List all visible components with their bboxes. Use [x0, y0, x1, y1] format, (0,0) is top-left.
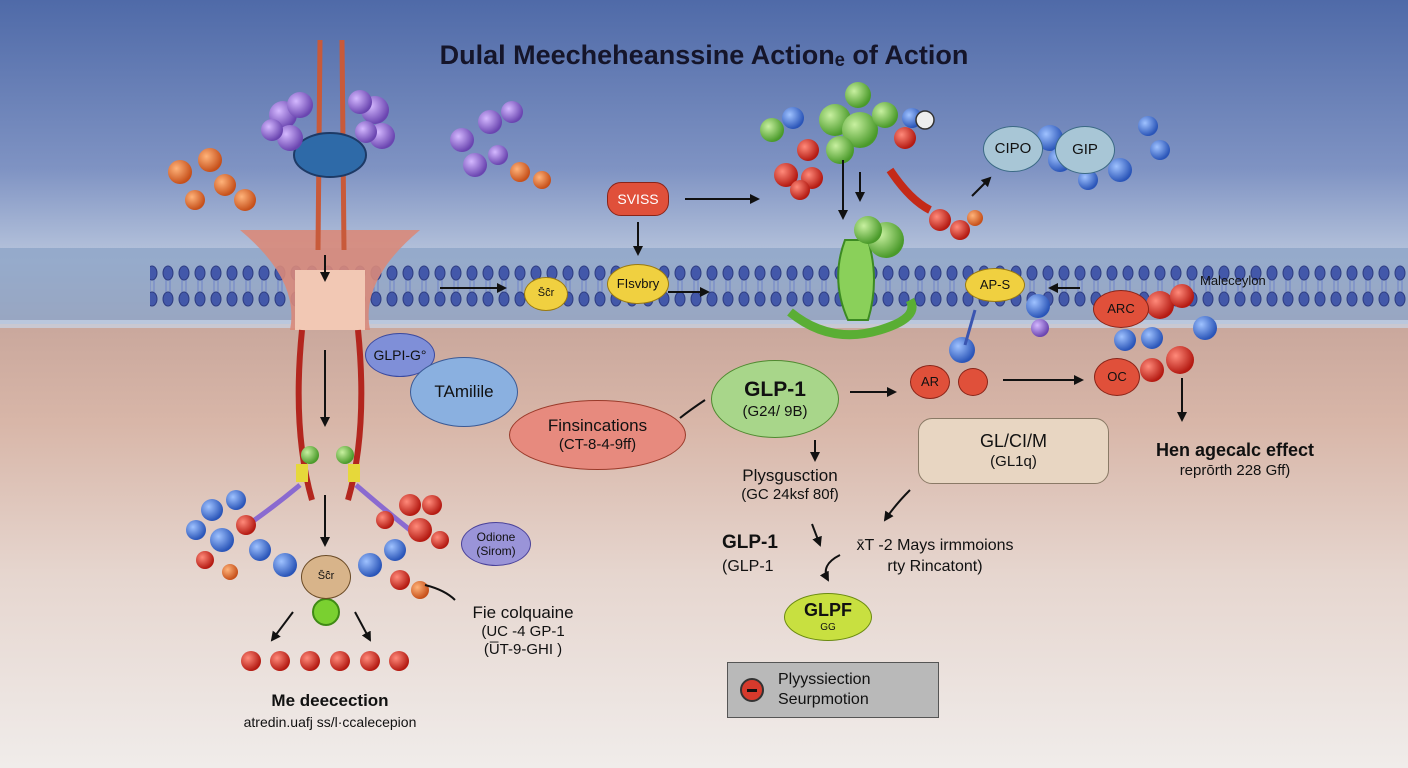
oc-node: OC: [1094, 358, 1140, 396]
glp1-main-sub: (G24/ 9B): [742, 402, 808, 420]
gip-node: GIP: [1055, 126, 1115, 174]
ar-node: AR: [910, 365, 950, 399]
arc-node: ARC: [1093, 290, 1149, 328]
finsincations-sub: (CT-8-4-9ff): [558, 436, 637, 454]
mays-title: x̄T -2 Mays irmmoions: [856, 537, 1014, 554]
glpf-label: GLPF: [804, 600, 852, 621]
ar-label: AR: [920, 374, 940, 390]
legend-line2: Seurpmotion: [778, 691, 869, 708]
ap-s-label: AP-S: [979, 277, 1011, 293]
hen-effect-label: Hen agecalc effect reprōrth 228 Gff): [1140, 440, 1330, 480]
diagram-title: Dulal Meecheheanssine Actionₑ of Action: [439, 40, 969, 70]
plysgusction-title: Plysgusction: [742, 466, 838, 485]
minus-icon: [740, 678, 764, 702]
finsincations-label: Finsincations: [547, 415, 648, 435]
odione-sub: (Sirom): [476, 544, 516, 558]
fie-colquaine-sub2: (U̅T-9-GHI ): [483, 641, 563, 659]
glp1-lower-title: GLP-1: [722, 532, 778, 553]
mays-sub: rty Rincatont): [887, 558, 983, 576]
glp1-lower-label: GLP-1 (GLP-1: [722, 532, 778, 576]
glp1-main-node: GLP-1 (G24/ 9B): [711, 360, 839, 438]
plysgusction-label: Plysgusction (GC 24ksf 80f): [720, 466, 860, 504]
center-left-label: S̄ĉ̄r: [317, 570, 335, 583]
glcm-node: GL/CI/M (GL1q): [918, 418, 1109, 484]
fie-colquaine-sub1: (UC -4 GP-1: [481, 623, 565, 641]
mays-label: x̄T -2 Mays irmmoions rty Rincatont): [830, 536, 1040, 576]
gip-label: GIP: [1072, 141, 1098, 158]
ar-partner-node: [958, 368, 988, 396]
glp1-main-label: GLP-1: [744, 378, 806, 402]
plysgusction-sub: (GC 24ksf 80f): [741, 486, 839, 504]
fisvbry-node: FIsvbry: [607, 264, 669, 304]
hen-effect-sub: reprōrth 228 Gff): [1179, 461, 1291, 479]
oc-label: OC: [1107, 369, 1127, 385]
svss-node: SVISS: [607, 182, 669, 216]
center-left-node: S̄ĉ̄r: [301, 555, 351, 599]
me-deecection-label: Me deecection atredin.uafj ss/l·ccalecep…: [210, 691, 450, 731]
glpi-g-label: GLPI-G°: [373, 346, 427, 363]
fie-colquaine-label: Fie colquaine (UC -4 GP-1 (U̅T-9-GHI ): [458, 603, 588, 659]
me-deecection-title: Me deecection: [271, 691, 389, 710]
small-yellow-label: S̄ĉ̄r: [537, 287, 555, 300]
glpf-sub: GG: [820, 621, 836, 633]
tamilile-node: TAmilile: [410, 357, 518, 427]
legend-line1: Plyyssiection: [778, 671, 871, 688]
glp1-lower-sub: (GLP-1: [722, 557, 774, 575]
me-deecection-sub: atredin.uafj ss/l·ccalecepion: [243, 714, 417, 731]
hen-effect-title: Hen agecalc effect: [1155, 440, 1315, 460]
tamilile-label: TAmilile: [434, 381, 494, 401]
arc-label: ARC: [1107, 301, 1135, 317]
glpf-node: GLPF GG: [784, 593, 872, 641]
finsincations-node: Finsincations (CT-8-4-9ff): [509, 400, 686, 470]
legend-box: Plyyssiection Seurpmotion: [727, 662, 939, 718]
small-yellow-node: S̄ĉ̄r: [524, 277, 568, 311]
fie-colquaine-title: Fie colquaine: [472, 603, 574, 622]
fisvbry-label: FIsvbry: [616, 276, 660, 292]
legend-text: Plyyssiection Seurpmotion: [778, 670, 870, 710]
glcm-label: GL/CI/M: [979, 431, 1047, 452]
odione-label: Odione: [476, 529, 516, 544]
ap-s-node: AP-S: [965, 268, 1025, 302]
odione-node: Odione (Sirom): [461, 522, 531, 566]
glcm-sub: (GL1q): [990, 452, 1037, 470]
maleceylon-label: Maleceylon: [1200, 273, 1266, 288]
cipo-label: CIPO: [994, 140, 1032, 157]
cipo-node: CIPO: [983, 126, 1043, 172]
svss-label: SVISS: [617, 190, 659, 207]
